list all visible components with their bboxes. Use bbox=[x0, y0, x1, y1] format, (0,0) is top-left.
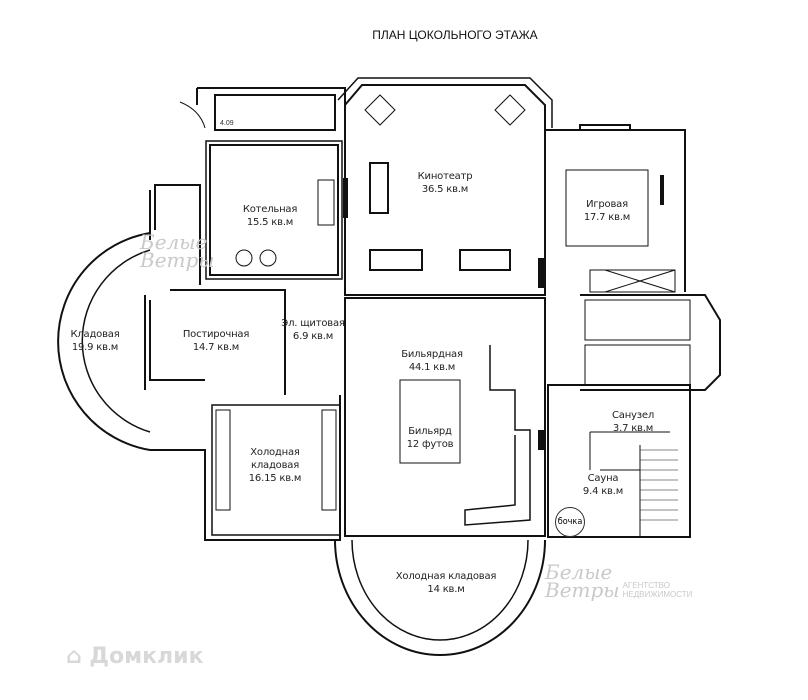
wall-stair-block bbox=[196, 87, 346, 145]
wall-stairs-bay bbox=[580, 294, 721, 391]
wall-bottom-arc bbox=[334, 539, 546, 656]
wall-cinema bbox=[344, 84, 546, 296]
wall-game-room bbox=[545, 124, 686, 292]
wall-storage-arc bbox=[57, 232, 151, 451]
domclick-logo: ⌂ Домклик bbox=[66, 644, 204, 669]
wall-sauna bbox=[547, 384, 691, 538]
wall-boiler-room bbox=[209, 144, 339, 276]
wall-billiard bbox=[344, 297, 546, 537]
barrel: бочка bbox=[555, 507, 585, 537]
house-icon: ⌂ bbox=[66, 644, 82, 669]
wall-cold-storage bbox=[211, 404, 341, 536]
wall-left-corridor bbox=[144, 184, 286, 395]
entry-door bbox=[179, 101, 206, 129]
plan-title: ПЛАН ЦОКОЛЬНОГО ЭТАЖА bbox=[372, 28, 538, 42]
stair-mark: 4.09 bbox=[220, 120, 234, 127]
